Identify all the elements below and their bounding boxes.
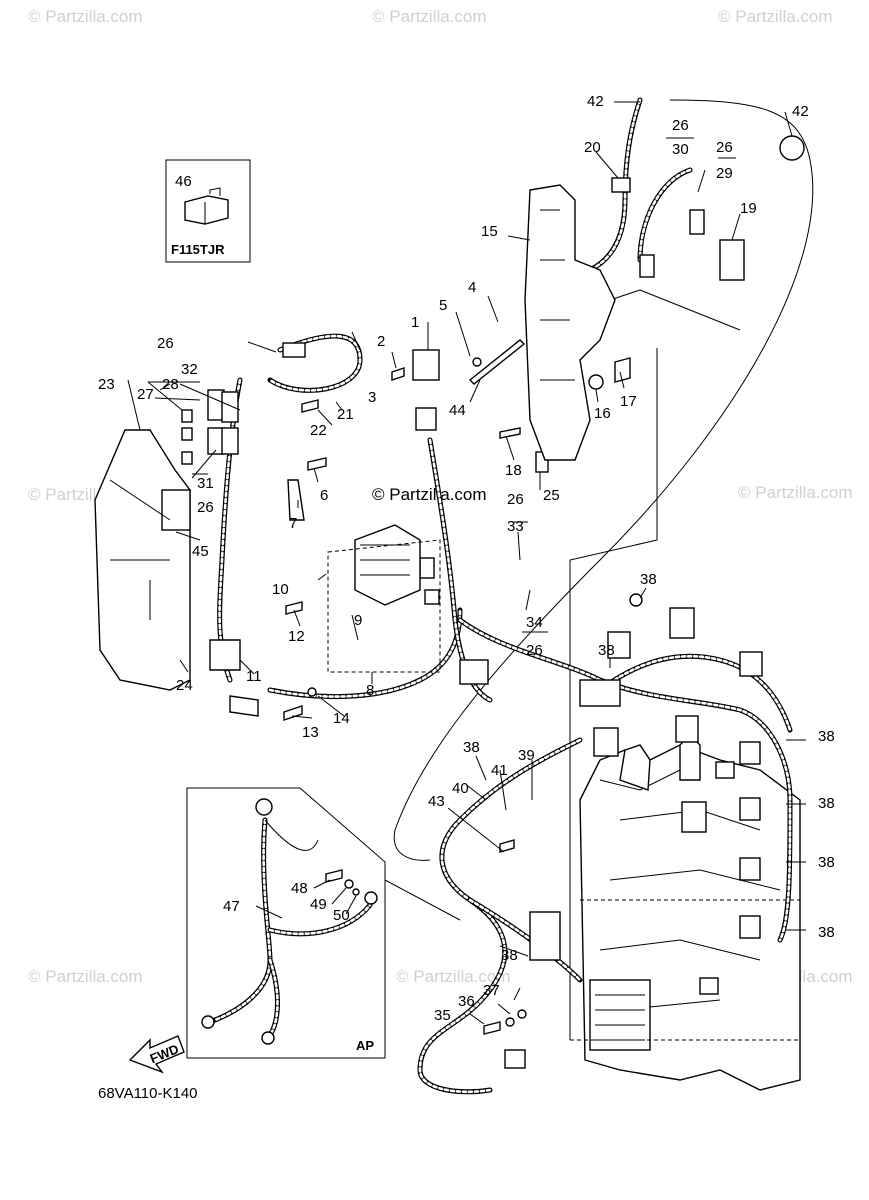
callout-43: 43: [428, 793, 445, 810]
callout-2: 2: [377, 333, 385, 350]
callout-16: 16: [594, 405, 611, 422]
fasteners: [209, 135, 805, 1035]
callout-29: 29: [716, 165, 733, 182]
callout-47: 47: [223, 898, 240, 915]
callout-12: 12: [288, 628, 305, 645]
watermark: © Partzilla.com: [28, 967, 143, 986]
fwd-arrow: FWD: [128, 1035, 185, 1074]
callout-30: 30: [672, 141, 689, 158]
callout-38: 38: [818, 924, 835, 941]
callout-44: 44: [449, 402, 466, 419]
callout-38: 38: [463, 739, 480, 756]
callout-38: 38: [640, 571, 657, 588]
center-watermark: © Partzilla.com: [372, 485, 487, 504]
callout-4: 4: [468, 279, 476, 296]
callout-23: 23: [98, 376, 115, 393]
callout-33: 33: [507, 518, 524, 535]
callout-11: 11: [246, 668, 262, 685]
ap-box-label: AP: [356, 1038, 374, 1053]
callout-1: 1: [411, 314, 419, 331]
callout-38: 38: [818, 728, 835, 745]
callout-26: 26: [157, 335, 174, 352]
callout-8: 8: [366, 682, 374, 699]
callout-19: 19: [740, 200, 757, 217]
callout-7: 7: [289, 515, 297, 532]
callout-25: 25: [543, 487, 560, 504]
callout-35: 35: [434, 1007, 451, 1024]
harness-outline: [393, 99, 814, 861]
rectifier-block: [327, 524, 441, 673]
connectors: [181, 177, 763, 1069]
diagram-code: 68VA110-K140: [98, 1085, 198, 1102]
callout-36: 36: [458, 993, 475, 1010]
callout-26: 26: [526, 642, 543, 659]
engine-block: [570, 734, 801, 1091]
callout-48: 48: [291, 880, 308, 897]
callout-40: 40: [452, 780, 469, 797]
callout-41: 41: [491, 762, 508, 779]
callout-3: 3: [368, 389, 376, 406]
callout-15: 15: [481, 223, 498, 240]
callout-49: 49: [310, 896, 327, 913]
callout-24: 24: [176, 677, 193, 694]
callout-6: 6: [320, 487, 328, 504]
callout-38: 38: [501, 947, 518, 964]
callout-26: 26: [197, 499, 214, 516]
callout-22: 22: [310, 422, 327, 439]
callout-39: 39: [518, 747, 535, 764]
bracket-plate: [94, 429, 191, 691]
callout-14: 14: [333, 710, 350, 727]
callout-50: 50: [333, 907, 350, 924]
callout-20: 20: [584, 139, 601, 156]
watermark: © Partzilla.com: [396, 967, 511, 986]
callout-28: 28: [162, 376, 179, 393]
watermark: © Partzilla.com: [738, 483, 853, 502]
callout-9: 9: [354, 612, 362, 629]
callout-21: 21: [337, 406, 354, 423]
callout-17: 17: [620, 393, 637, 410]
watermark: © Partzilla.com: [372, 7, 487, 26]
watermark: © Partzilla.com: [718, 7, 833, 26]
callout-5: 5: [439, 297, 447, 314]
callout-26: 26: [716, 139, 733, 156]
callout-32: 32: [181, 361, 198, 378]
callout-34: 34: [526, 614, 543, 631]
inset-part-number: 46: [175, 173, 192, 190]
callout-38: 38: [598, 642, 615, 659]
callout-numbers: 42 42 26 30 26 29 20 19 15 4 5 1 2 26 32…: [98, 93, 835, 1024]
callout-37: 37: [483, 982, 500, 999]
callout-38: 38: [818, 854, 835, 871]
ap-inset-box: AP: [186, 787, 461, 1059]
callout-26: 26: [507, 491, 524, 508]
callout-13: 13: [302, 724, 319, 741]
callout-27: 27: [137, 386, 154, 403]
callout-18: 18: [505, 462, 522, 479]
callout-45: 45: [192, 543, 209, 560]
inset-model: F115TJR: [171, 242, 225, 257]
callout-31: 31: [197, 475, 214, 492]
callout-38: 38: [818, 795, 835, 812]
inset-box: 46 F115TJR: [165, 159, 251, 263]
callout-10: 10: [272, 581, 289, 598]
fwd-label: FWD: [148, 1041, 181, 1066]
mount-bracket: [524, 184, 616, 461]
leader-lines: [127, 101, 806, 1025]
callout-42: 42: [792, 103, 809, 120]
callout-42: 42: [587, 93, 604, 110]
watermark: © Partzilla.com: [28, 7, 143, 26]
callout-26: 26: [672, 117, 689, 134]
